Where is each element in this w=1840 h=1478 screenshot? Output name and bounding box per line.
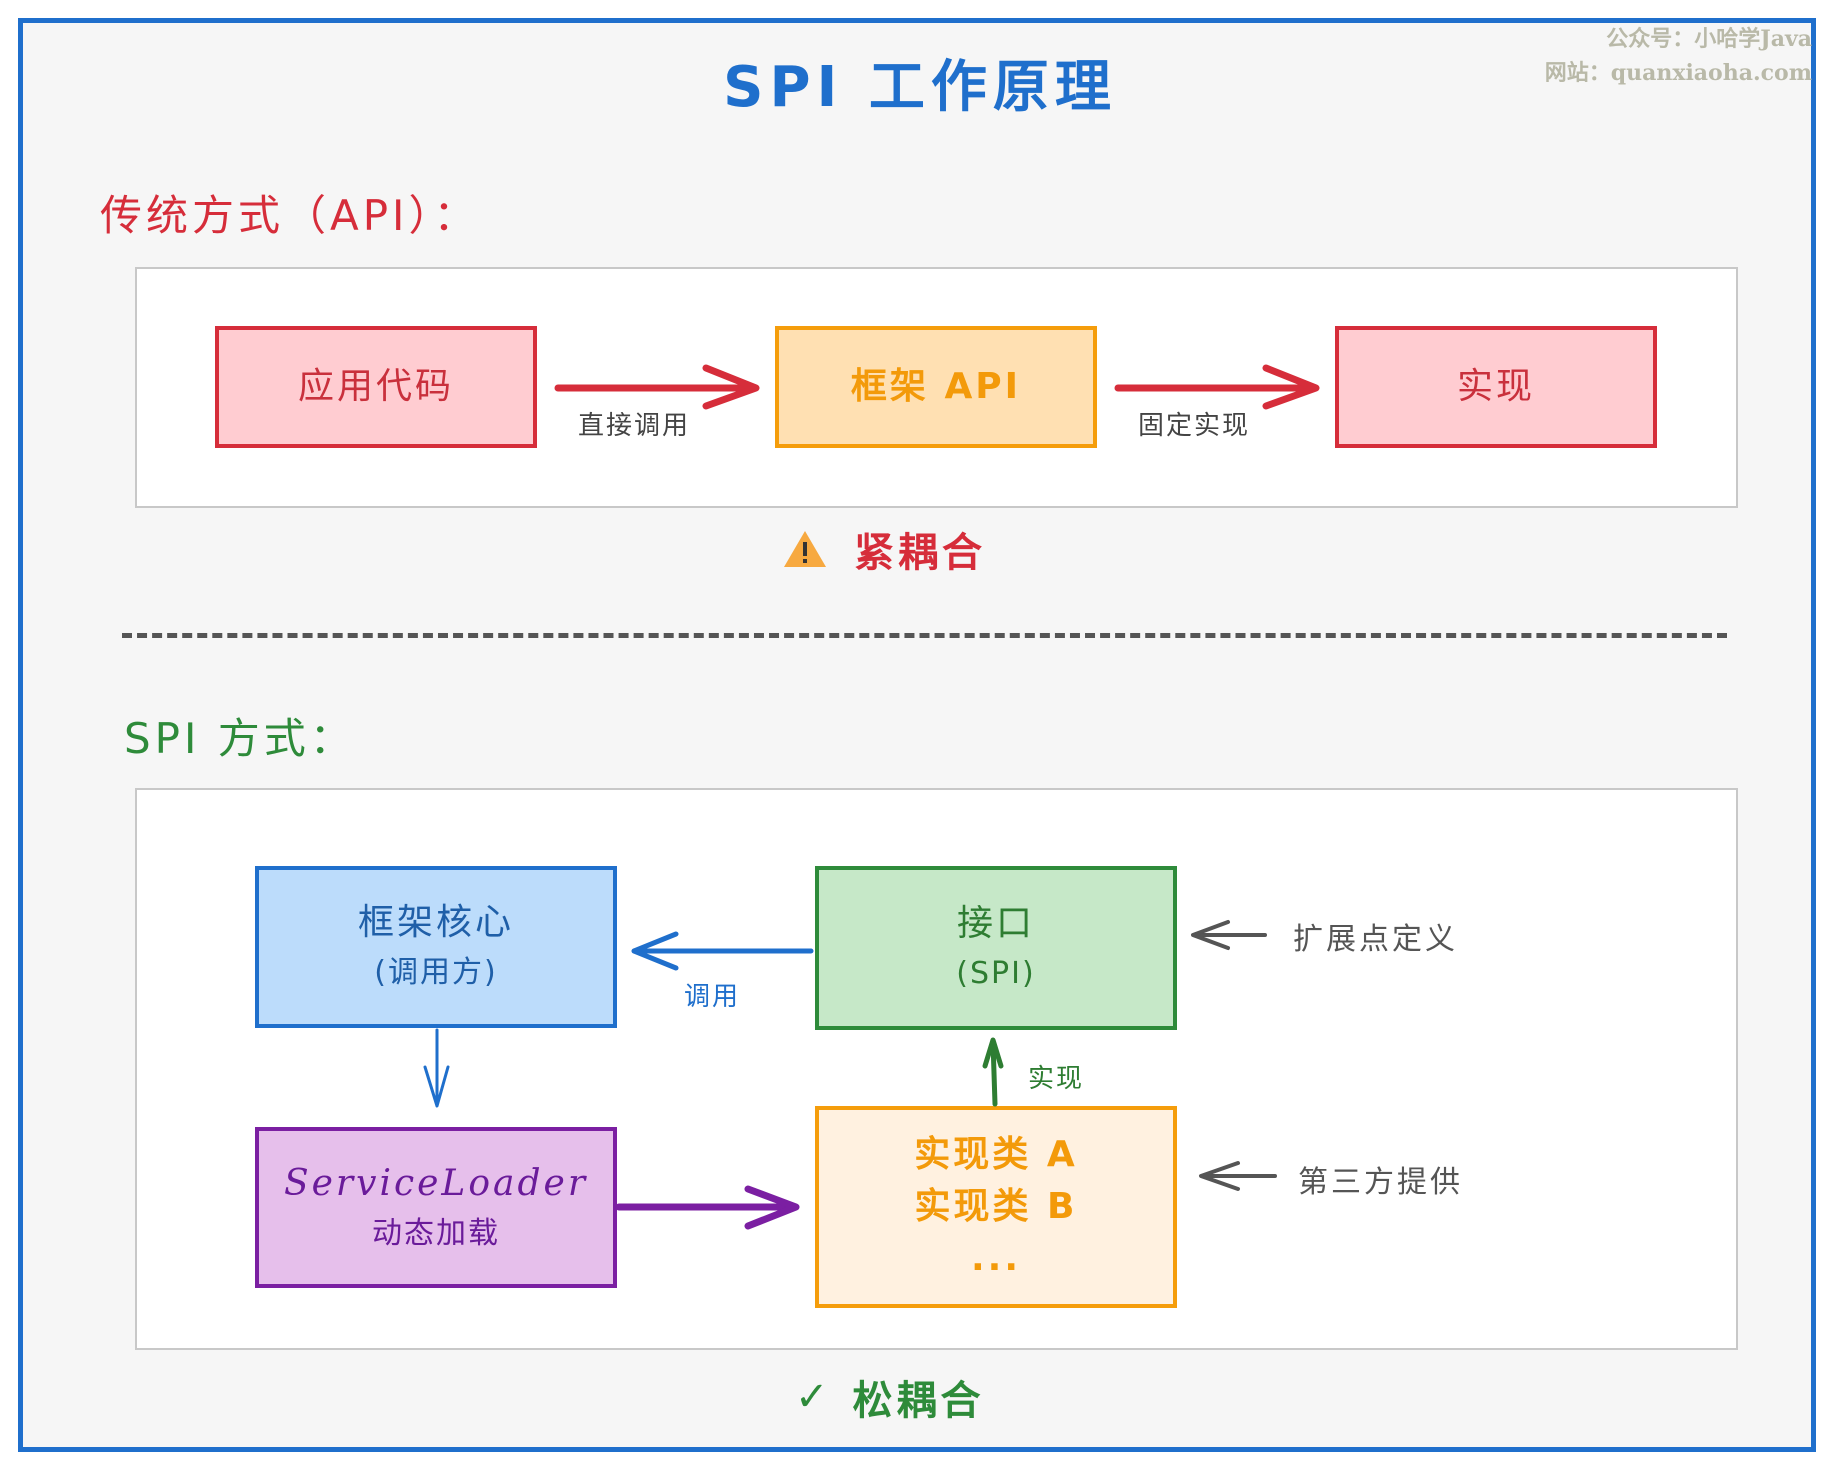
interface-node: 接口 (SPI): [815, 866, 1177, 1030]
direct-call-label: 直接调用: [578, 411, 691, 441]
watermark-line-2: 网站：quanxiaoha.com: [1544, 60, 1812, 86]
framework-core-node: 框架核心 (调用方): [255, 866, 617, 1028]
watermark: 公众号：小哈学Java 网站：quanxiaoha.com: [1545, 22, 1812, 90]
impl-class-a: 实现类 A: [914, 1134, 1078, 1175]
service-loader-node: ServiceLoader 动态加载: [255, 1127, 617, 1288]
tight-coupling-label: 紧耦合: [854, 530, 986, 576]
service-loader-subtitle: 动态加载: [372, 1215, 500, 1251]
interface-title: 接口: [956, 903, 1035, 944]
framework-api-node: 框架 API: [775, 326, 1097, 448]
loose-coupling-label: 松耦合: [852, 1378, 985, 1424]
impl-class-more: ...: [970, 1238, 1022, 1279]
loose-coupling-result: ✓ 松耦合: [795, 1368, 985, 1426]
traditional-heading: 传统方式（API）：: [100, 191, 480, 240]
app-code-label: 应用代码: [297, 366, 454, 407]
section-divider: [122, 633, 1727, 638]
third-party-note: 第三方提供: [1298, 1165, 1463, 1200]
app-code-node: 应用代码: [215, 326, 537, 448]
extension-point-note: 扩展点定义: [1293, 922, 1458, 957]
check-icon: ✓: [795, 1374, 829, 1420]
spi-heading: SPI 方式：: [124, 714, 356, 763]
framework-core-title: 框架核心: [357, 902, 514, 943]
implements-label: 实现: [1028, 1064, 1085, 1094]
fixed-impl-label: 固定实现: [1138, 411, 1251, 441]
framework-api-label: 框架 API: [850, 366, 1022, 407]
warning-icon: [782, 529, 828, 569]
implementation-node: 实现: [1335, 326, 1657, 448]
impl-class-b: 实现类 B: [914, 1186, 1078, 1227]
tight-coupling-result: 紧耦合: [782, 520, 986, 578]
diagram-title: SPI 工作原理: [723, 55, 1117, 120]
service-loader-title: ServiceLoader: [283, 1162, 589, 1204]
watermark-line-1: 公众号：小哈学Java: [1606, 26, 1812, 52]
call-label: 调用: [684, 982, 741, 1012]
impl-classes-node: 实现类 A 实现类 B ...: [815, 1106, 1177, 1308]
framework-core-subtitle: (调用方): [374, 955, 498, 990]
interface-subtitle: (SPI): [956, 956, 1036, 991]
implementation-label: 实现: [1456, 366, 1535, 407]
